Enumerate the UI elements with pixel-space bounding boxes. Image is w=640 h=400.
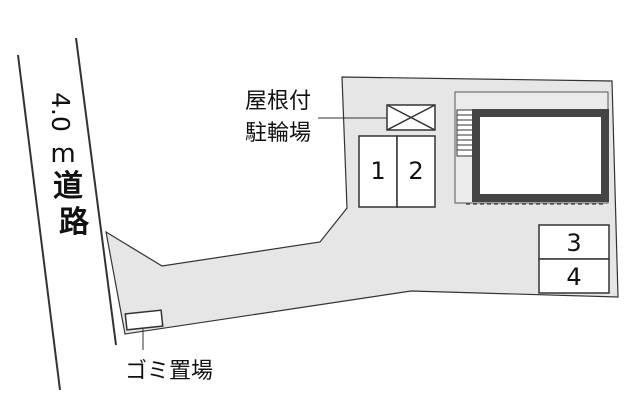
bicycle-parking-label-line2: 駐輪場 [245,121,311,146]
garbage-area-label: ゴミ置場 [125,359,213,384]
road-name-char-1: 道 [53,169,83,204]
bicycle-parking-icon [386,104,436,131]
parking-space-1-label: 1 [370,157,385,185]
parking-space-2: 2 [396,135,436,208]
road-strip [18,38,120,345]
apartment-building [472,109,609,202]
bicycle-parking-label-line1: 屋根付 [245,89,311,114]
road-name-char-2: 路 [59,205,90,240]
road-edge-right [75,37,117,346]
garbage-area-box [124,309,164,331]
parking-space-4-label: 4 [566,263,581,291]
parking-space-2-label: 2 [408,157,423,185]
parking-space-4: 4 [538,258,610,294]
road-width-label: 4.0 [46,92,75,132]
road-unit-label: m [50,139,75,169]
parking-space-1: 1 [358,135,398,208]
parking-space-3: 3 [538,224,610,260]
stairs [456,109,474,157]
parking-space-3-label: 3 [566,229,581,257]
road-edge-left [17,54,61,391]
